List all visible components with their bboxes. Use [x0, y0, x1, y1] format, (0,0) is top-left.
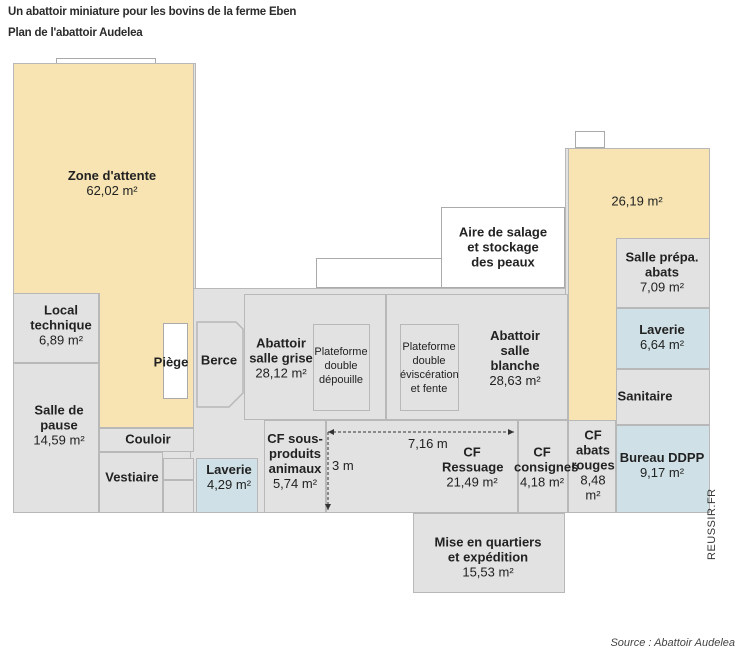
room-laverie-2 — [616, 308, 710, 369]
room-cf-sous-produits — [264, 420, 326, 513]
room-plateforme-eviscer — [400, 324, 459, 411]
room-sanitaire — [616, 369, 710, 425]
diagram-title: Un abattoir miniature pour les bovins de… — [8, 6, 297, 18]
label-plateforme-depouille: Plateforme double dépouille — [314, 346, 368, 386]
label-sanitaire: Sanitaire — [617, 388, 673, 404]
room-couloir — [99, 428, 194, 452]
room-plateforme-depouille — [313, 324, 370, 411]
cell-b — [163, 480, 194, 513]
room-cf-ressuage — [326, 420, 518, 513]
room-salle-pause — [13, 363, 99, 513]
room-salle-prepa-abats — [616, 238, 710, 308]
room-mise-en-quartiers — [413, 513, 565, 593]
label-vestiaire: Vestiaire — [105, 469, 159, 485]
credit-label: REUSSIR.FR — [706, 488, 718, 560]
room-piege — [163, 323, 188, 399]
annex-center — [316, 258, 443, 288]
label-berce: Berce — [200, 352, 238, 368]
room-aire-salage — [441, 207, 565, 288]
room-laverie-1 — [196, 458, 258, 513]
diagram-subtitle: Plan de l'abattoir Audelea — [8, 27, 143, 39]
room-zone-attente — [13, 63, 194, 293]
source-label: Source : Abattoir Audelea — [610, 637, 735, 649]
room-vestiaire — [99, 452, 163, 513]
room-bureau-ddpp — [616, 425, 710, 513]
label-couloir: Couloir — [125, 431, 171, 447]
annex-top-right — [575, 131, 605, 148]
label-plateforme-eviscer: Plateforme double éviscération et fente — [400, 341, 459, 395]
room-cf-abats-rouges — [568, 420, 616, 513]
label-piege: Piège — [153, 354, 189, 370]
dimension-width: 7,16 m — [408, 436, 448, 451]
room-berce-shape — [196, 321, 244, 408]
room-local-technique — [13, 293, 99, 363]
label-aire-salage: Aire de salage et stockage des peaux — [458, 224, 548, 270]
dimension-height: 3 m — [332, 458, 354, 473]
cell-a — [163, 458, 194, 480]
dimension-arrows — [325, 429, 514, 510]
room-cf-consignes — [518, 420, 568, 513]
label-zone-droite: 26,19 m² — [611, 193, 663, 209]
